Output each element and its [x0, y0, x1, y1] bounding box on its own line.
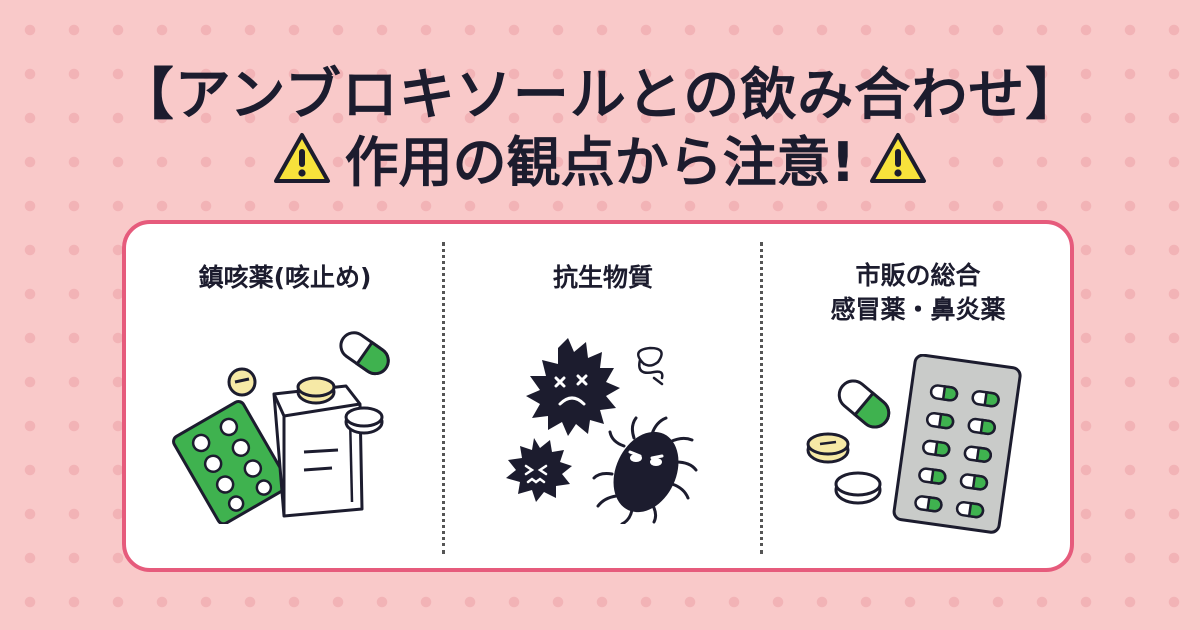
germ-icon — [506, 438, 572, 502]
title-line-1: 【アンブロキソールとの飲み合わせ】 — [117, 63, 1083, 128]
cough-medicine-illustration — [172, 331, 390, 524]
blister-pack-icon — [892, 354, 1022, 534]
germ-icon — [637, 346, 664, 386]
medicine-bag-icon — [272, 384, 364, 518]
column-label: 感冒薬・鼻炎薬 — [830, 295, 1006, 324]
column-cough-medicine: 鎮咳薬(咳止め) — [126, 224, 444, 568]
warning-icon — [273, 132, 331, 184]
column-label: 市販の総合 — [855, 261, 981, 290]
capsule-icon — [837, 379, 891, 429]
germ-icon — [526, 338, 620, 436]
medicine-card: 鎮咳薬(咳止め) — [122, 220, 1074, 572]
column-label: 鎮咳薬(咳止め) — [198, 263, 372, 292]
cold-medicine-illustration — [806, 354, 1022, 534]
blister-pack-icon — [172, 400, 290, 524]
tablet-icon — [227, 367, 257, 397]
warning-icon — [869, 132, 927, 184]
column-antibiotics: 抗生物質 — [444, 224, 762, 568]
column-divider — [442, 242, 445, 554]
tablet-icon — [834, 471, 882, 505]
tablet-icon — [344, 406, 384, 435]
tablet-icon — [296, 376, 336, 405]
title-line-2-row: 作用の観点から注意! — [0, 118, 1200, 197]
title-line-2: 作用の観点から注意! — [344, 131, 856, 194]
column-divider — [760, 242, 763, 554]
germ-icon — [592, 416, 698, 524]
column-label: 抗生物質 — [552, 263, 653, 292]
column-cold-medicine: 市販の総合 感冒薬・鼻炎薬 — [762, 224, 1074, 568]
tablet-icon — [806, 432, 850, 464]
bacteria-illustration — [506, 338, 698, 524]
capsule-icon — [339, 331, 390, 376]
